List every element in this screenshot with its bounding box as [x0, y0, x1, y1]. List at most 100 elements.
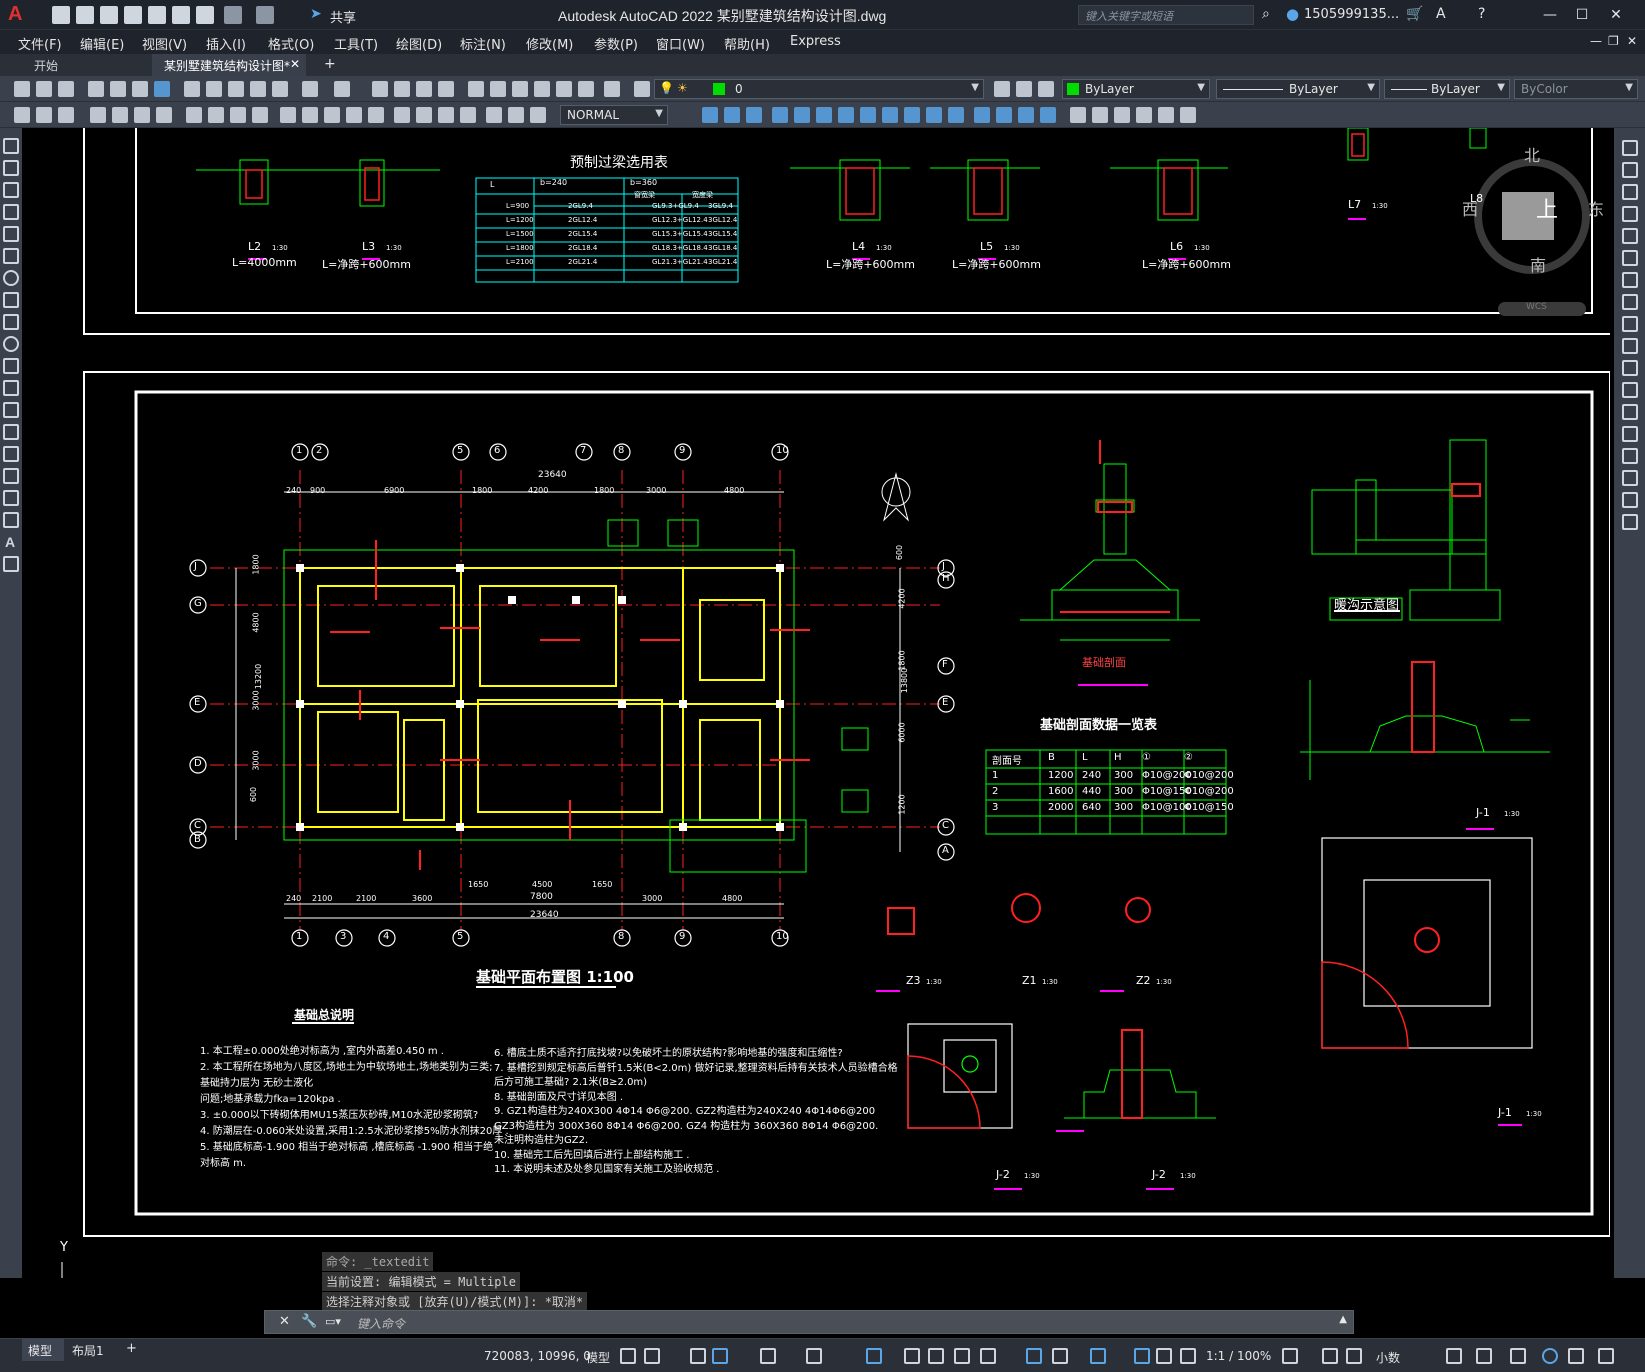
- save-as-icon[interactable]: [124, 6, 142, 24]
- dim-ordinate-icon[interactable]: [156, 107, 172, 123]
- ucs-face-icon[interactable]: [838, 107, 854, 123]
- save-icon[interactable]: [58, 81, 74, 97]
- dim-edit-icon[interactable]: [486, 107, 502, 123]
- dim-break-icon[interactable]: [368, 107, 384, 123]
- graphics-performance-icon[interactable]: [1542, 1348, 1558, 1364]
- maximize-icon[interactable]: ☐: [1575, 7, 1589, 23]
- mtext-icon[interactable]: A: [5, 534, 16, 550]
- gizmo-icon[interactable]: [1090, 1348, 1106, 1364]
- dim-diameter-icon[interactable]: [230, 107, 246, 123]
- search-input[interactable]: 键入关键字或短语: [1078, 5, 1254, 25]
- paste-icon[interactable]: [228, 81, 244, 97]
- recent-commands-icon[interactable]: ▭▾: [325, 1315, 341, 1328]
- selection-cycling-icon[interactable]: [954, 1348, 970, 1364]
- isodraft-icon[interactable]: [806, 1348, 822, 1364]
- image-clip-icon[interactable]: [1136, 107, 1152, 123]
- ellipse-icon[interactable]: [3, 336, 19, 352]
- region-icon[interactable]: [3, 490, 19, 506]
- offset-icon[interactable]: [1622, 206, 1638, 222]
- workspace-gear-icon[interactable]: [1282, 1348, 1298, 1364]
- add-layout-button[interactable]: +: [126, 1341, 137, 1356]
- markup-icon[interactable]: [556, 81, 572, 97]
- tab-layout1[interactable]: 布局1: [72, 1344, 104, 1358]
- lock-ui-icon[interactable]: [1476, 1348, 1492, 1364]
- a360-icon[interactable]: A: [1436, 6, 1446, 22]
- layer-manager-icon[interactable]: [634, 81, 650, 97]
- tab-close-icon[interactable]: ✕: [289, 57, 300, 71]
- redo-icon[interactable]: [256, 6, 274, 24]
- xref-icon[interactable]: [1158, 107, 1174, 123]
- ucs-world-icon[interactable]: [794, 107, 810, 123]
- lineweight-icon[interactable]: [904, 1348, 920, 1364]
- menu-tools[interactable]: 工具(T): [334, 38, 379, 53]
- table-icon[interactable]: [3, 512, 19, 528]
- redo-icon[interactable]: [334, 81, 350, 97]
- doc-close-icon[interactable]: ✕: [1627, 34, 1638, 48]
- menu-file[interactable]: 文件(F): [18, 38, 62, 53]
- tab-start[interactable]: 开始: [22, 54, 152, 76]
- dbconnect-icon[interactable]: [1070, 107, 1086, 123]
- annotation-visibility-icon[interactable]: [1134, 1348, 1150, 1364]
- customize-icon[interactable]: 🔧: [301, 1314, 318, 1329]
- quick-dim-icon[interactable]: [280, 107, 296, 123]
- dim-radius-icon[interactable]: [186, 107, 202, 123]
- explode-icon[interactable]: [1622, 514, 1638, 530]
- 3d-print-icon[interactable]: [154, 81, 170, 97]
- tab-model[interactable]: 模型: [22, 1339, 64, 1361]
- ucs-y-icon[interactable]: [996, 107, 1012, 123]
- blend-icon[interactable]: [1622, 492, 1638, 508]
- array-icon[interactable]: [1622, 228, 1638, 244]
- tool-palettes-icon[interactable]: [512, 81, 528, 97]
- match-prop-icon[interactable]: [250, 81, 266, 97]
- menu-format[interactable]: 格式(O): [268, 38, 315, 53]
- snap-icon[interactable]: [644, 1348, 660, 1364]
- clean-screen-icon[interactable]: [1568, 1348, 1584, 1364]
- zoom-previous-icon[interactable]: [438, 81, 454, 97]
- coordinates-readout[interactable]: 720083, 10996, 0: [484, 1349, 591, 1363]
- isolate-objects-icon[interactable]: [1510, 1348, 1526, 1364]
- open-file-icon[interactable]: [76, 6, 94, 24]
- linetype-dropdown[interactable]: ByLayer ▼: [1216, 79, 1380, 99]
- menu-edit[interactable]: 编辑(E): [80, 38, 125, 53]
- ucs-z-icon[interactable]: [1018, 107, 1034, 123]
- dynamic-input-icon[interactable]: [712, 1348, 728, 1364]
- chamfer-icon[interactable]: [1622, 448, 1638, 464]
- open-icon[interactable]: [36, 81, 52, 97]
- polygon-icon[interactable]: [3, 204, 19, 220]
- dim-arc-icon[interactable]: [134, 107, 150, 123]
- viewcube-east[interactable]: 东: [1588, 200, 1605, 219]
- viewport-poly-icon[interactable]: [724, 107, 740, 123]
- open-web-icon[interactable]: [148, 6, 166, 24]
- hyperlink-icon[interactable]: [1092, 107, 1108, 123]
- layer-previous-icon[interactable]: [1016, 81, 1032, 97]
- viewport-object-icon[interactable]: [746, 107, 762, 123]
- reference-icon[interactable]: [1114, 107, 1130, 123]
- menu-window[interactable]: 窗口(W): [656, 38, 705, 53]
- ucs-icon[interactable]: [772, 107, 788, 123]
- close-icon[interactable]: ✕: [1610, 7, 1622, 23]
- save-icon[interactable]: [100, 6, 118, 24]
- annotation-scale-icon[interactable]: [1180, 1348, 1196, 1364]
- jogged-linear-icon[interactable]: [460, 107, 476, 123]
- menu-express[interactable]: Express: [790, 34, 841, 49]
- ucs-apply-icon[interactable]: [1040, 107, 1056, 123]
- polyline-icon[interactable]: [3, 182, 19, 198]
- viewport-icon[interactable]: [702, 107, 718, 123]
- minimize-icon[interactable]: —: [1543, 7, 1557, 23]
- circle-icon[interactable]: [3, 270, 19, 286]
- copy-object-icon[interactable]: [1622, 162, 1638, 178]
- erase-icon[interactable]: [1622, 140, 1638, 156]
- make-block-icon[interactable]: [3, 402, 19, 418]
- annotation-scale-value[interactable]: 1:1 / 100%: [1206, 1349, 1272, 1363]
- object-snap-tracking-icon[interactable]: [866, 1348, 882, 1364]
- copy-icon[interactable]: [206, 81, 222, 97]
- color-dropdown[interactable]: ByLayer ▼: [1062, 79, 1210, 99]
- user-name[interactable]: 1505999135...: [1304, 7, 1400, 22]
- center-mark-icon[interactable]: [416, 107, 432, 123]
- dim-baseline-icon[interactable]: [302, 107, 318, 123]
- help-icon[interactable]: [604, 81, 620, 97]
- ortho-icon[interactable]: [690, 1348, 706, 1364]
- preview-icon[interactable]: [110, 81, 126, 97]
- line-icon[interactable]: [3, 138, 19, 154]
- help-icon[interactable]: ?: [1478, 6, 1486, 22]
